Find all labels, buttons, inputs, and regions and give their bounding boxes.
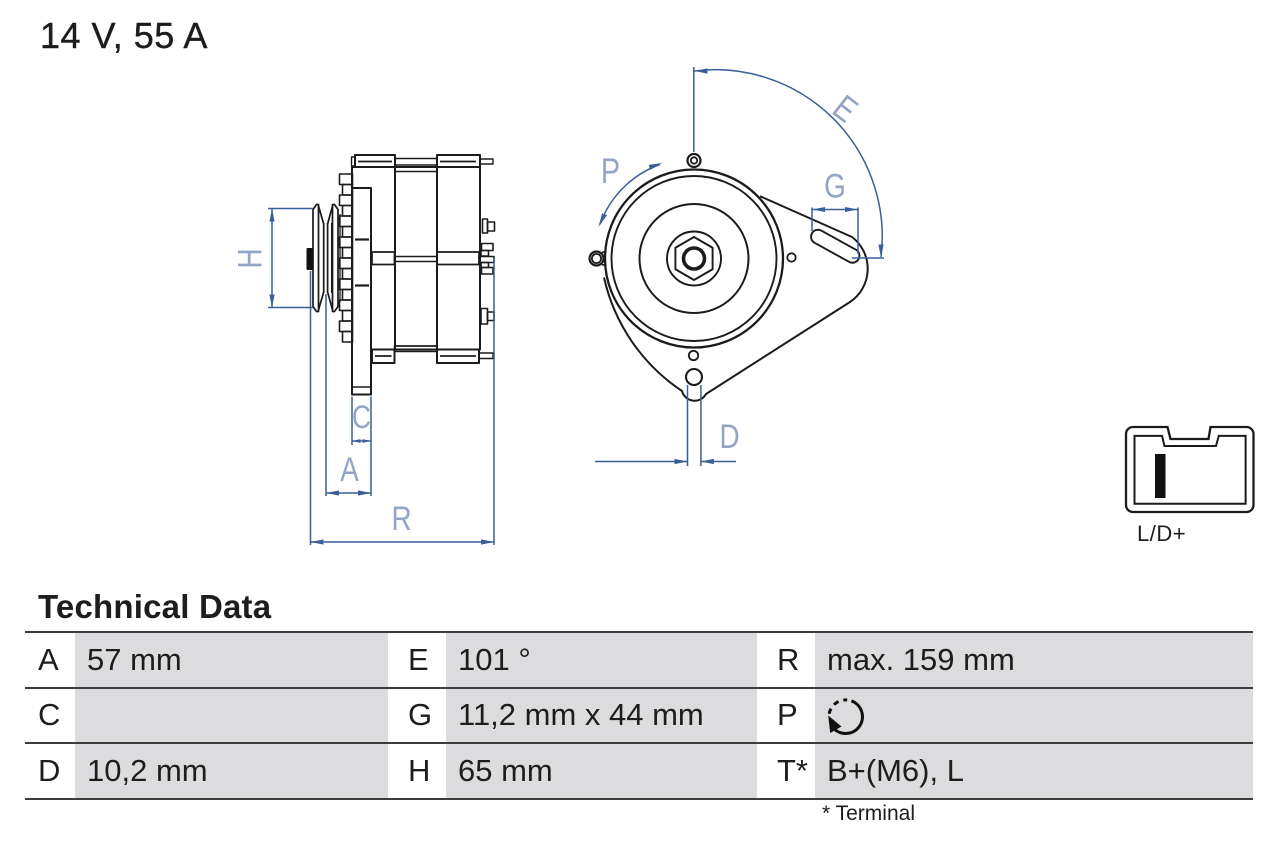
housing-side (350, 154, 496, 364)
bracket-outline (603, 195, 869, 402)
connector-icon (1124, 425, 1255, 514)
page-title: 14 V, 55 A (40, 15, 208, 56)
table-value: 11,2 mm x 44 mm (446, 686, 757, 743)
value-label: 57 mm (87, 641, 182, 677)
table-value (75, 686, 388, 743)
section-heading: Technical Data (38, 588, 272, 625)
table-key: T* (757, 742, 815, 798)
value-label: 101 ° (458, 641, 531, 677)
value-label: 65 mm (458, 752, 553, 788)
rotation-direction-icon (827, 698, 864, 736)
shaft-key (306, 248, 313, 270)
key-label: H (408, 752, 431, 788)
terminal-footnote: * Terminal (822, 802, 915, 825)
pulley (306, 203, 341, 313)
value-label: B+(M6), L (827, 752, 964, 788)
table-value (815, 686, 1253, 743)
key-label: T* (777, 752, 808, 788)
key-label: A (38, 641, 59, 677)
key-label: R (777, 641, 800, 677)
bracket-slot (810, 228, 861, 264)
terminal-studs (480, 218, 496, 325)
table-key: G (388, 686, 446, 743)
dim-label-h: H (231, 248, 269, 268)
table-key: D (25, 742, 75, 798)
table-value: 10,2 mm (75, 742, 388, 798)
fan-blades (338, 173, 354, 343)
table-value: max. 159 mm (815, 631, 1253, 687)
value-label: 10,2 mm (87, 752, 208, 788)
alternator-side-view (306, 154, 496, 396)
terminal-pin-icon (1155, 454, 1166, 498)
connector-label: L/D+ (1137, 521, 1187, 546)
table-value: 101 ° (446, 631, 757, 687)
key-label: D (38, 752, 61, 788)
value-label: 11,2 mm x 44 mm (458, 697, 704, 733)
dim-label-e: E (826, 87, 865, 130)
dim-label-p: P (601, 151, 620, 190)
table-value: B+(M6), L (815, 742, 1253, 798)
table-key: H (388, 742, 446, 798)
bottom-mount-hole (684, 367, 704, 387)
key-label: E (408, 641, 429, 677)
value-label: max. 159 mm (827, 641, 1015, 677)
dim-label-c: C (352, 401, 371, 436)
shaft-hole (681, 246, 707, 271)
dim-label-r: R (391, 499, 411, 537)
technical-data-table: A 57 mm E 101 ° R max. 159 mm C G 11,2 m… (25, 631, 1253, 800)
alternator-front-view (588, 152, 869, 402)
mounting-arm (351, 187, 372, 396)
key-label: C (38, 697, 61, 733)
table-key: A (25, 631, 75, 687)
table-value: 57 mm (75, 631, 388, 687)
mounting-lugs (588, 152, 797, 387)
table-key: R (757, 631, 815, 687)
dim-label-a: A (340, 450, 359, 488)
shaft-nut (674, 236, 714, 281)
alternator-technical-drawing: H C A R P E G D (231, 67, 1255, 545)
key-label: G (408, 697, 433, 733)
table-key: P (757, 686, 815, 743)
key-label: P (777, 697, 798, 733)
dim-label-d: D (719, 417, 739, 455)
table-key: C (25, 686, 75, 743)
table-key: E (388, 631, 446, 687)
dimension-lines (268, 67, 884, 545)
dim-label-g: G (824, 167, 846, 205)
table-value: 65 mm (446, 742, 757, 798)
